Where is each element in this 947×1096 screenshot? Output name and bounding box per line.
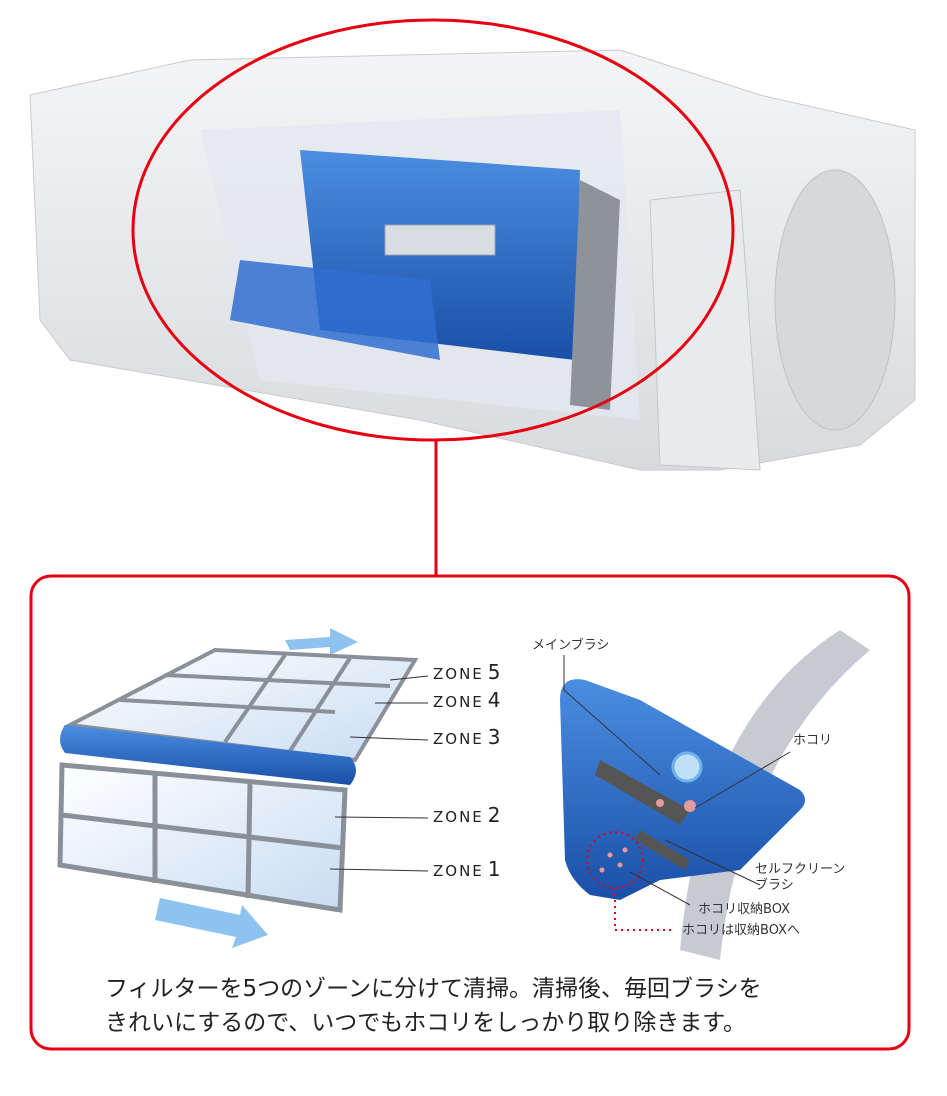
air-conditioner-unit bbox=[29, 49, 916, 471]
zone-text: ZONE bbox=[433, 730, 484, 748]
zone-number: 4 bbox=[487, 688, 501, 712]
highlight-circle bbox=[131, 18, 735, 442]
filter-lower-panel bbox=[57, 762, 348, 913]
filter-illustration bbox=[57, 628, 419, 948]
zone-text: ZONE bbox=[433, 808, 484, 826]
caption: フィルターを5つのゾーンに分けて清掃。清掃後、毎回ブラシを きれいにするので、い… bbox=[105, 972, 762, 1040]
brush-cross-section bbox=[560, 630, 870, 960]
main-brush-label: メインブラシ bbox=[532, 638, 610, 653]
caption-line-2: きれいにするので、いつでもホコリをしっかり取り除きます。 bbox=[105, 1010, 747, 1036]
dust-box-label: ホコリ収納BOX bbox=[698, 902, 790, 917]
brush-roller bbox=[60, 725, 356, 785]
zone-text: ZONE bbox=[433, 862, 484, 880]
dust-to-box-label: ホコリは収納BOXへ bbox=[682, 923, 800, 938]
zone-number: 3 bbox=[487, 725, 501, 749]
caption-line-1: フィルターを5つのゾーンに分けて清掃。清掃後、毎回ブラシを bbox=[105, 976, 762, 1002]
zone-number: 1 bbox=[487, 857, 501, 881]
zone-number: 5 bbox=[487, 660, 501, 684]
up-arrow bbox=[285, 628, 358, 655]
zone-number: 2 bbox=[487, 803, 501, 827]
down-arrow bbox=[155, 898, 268, 948]
dust-label: ホコリ bbox=[793, 733, 833, 748]
zone-text: ZONE bbox=[433, 665, 484, 683]
self-clean-brush-label-2: ブラシ bbox=[755, 878, 794, 893]
self-clean-brush-label-1: セルフクリーン bbox=[755, 862, 846, 877]
zone-text: ZONE bbox=[433, 693, 484, 711]
